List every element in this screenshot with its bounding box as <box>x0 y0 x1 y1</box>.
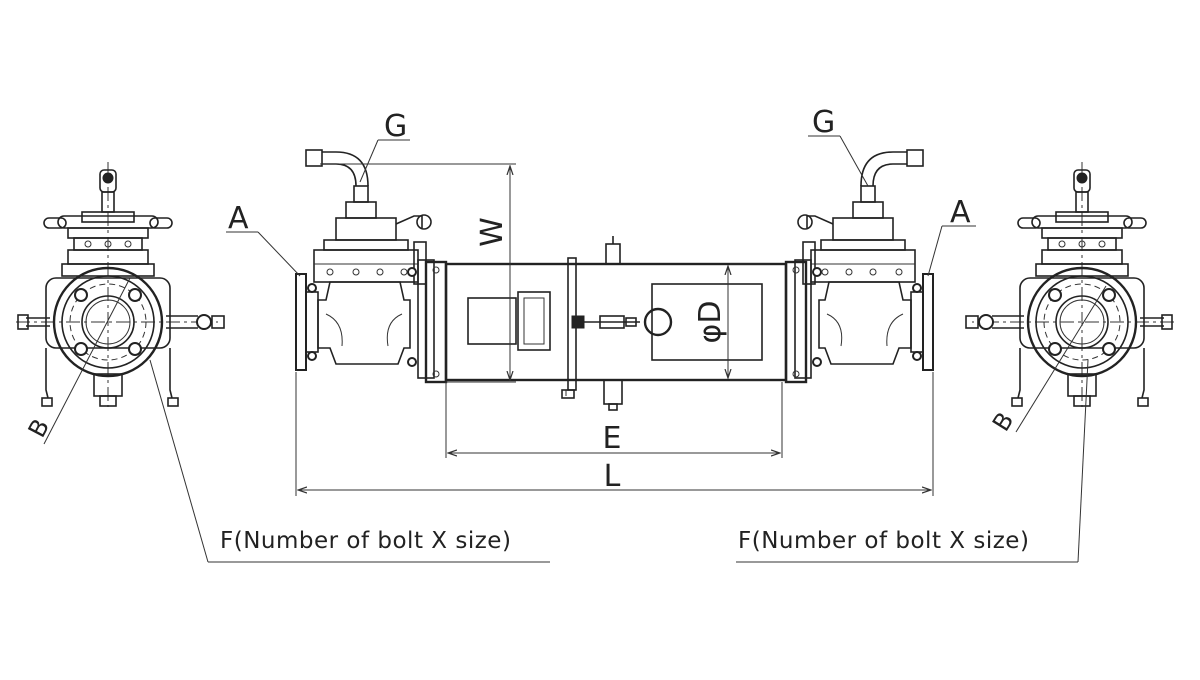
leader-b-left: B <box>23 277 131 445</box>
right-check-valve <box>794 149 934 379</box>
left-end-view <box>14 160 226 409</box>
leader-f-left: F(Number of bolt X size) <box>149 359 550 563</box>
label-g-right: G <box>812 105 835 140</box>
leader-g-right: G <box>808 105 869 187</box>
leader-f-right: F(Number of bolt X size) <box>736 359 1089 563</box>
dimension-d: φD <box>693 263 770 381</box>
left-check-valve <box>295 149 435 379</box>
center-spool-body <box>424 236 808 411</box>
leader-a-left: A <box>226 201 301 277</box>
leader-g-left: G <box>359 109 410 183</box>
label-g-left: G <box>384 109 407 144</box>
leader-a-right: A <box>927 195 976 277</box>
label-a-left: A <box>228 201 249 236</box>
dimension-l: L <box>295 372 934 496</box>
dim-d-label: φD <box>693 301 728 344</box>
right-end-view <box>964 160 1176 409</box>
label-b-right: B <box>987 407 1019 436</box>
label-b-left: B <box>23 414 55 442</box>
dimension-w: W <box>320 163 516 383</box>
label-f-left: F(Number of bolt X size) <box>220 528 511 554</box>
label-f-right: F(Number of bolt X size) <box>738 528 1029 554</box>
dim-l-label: L <box>604 459 621 494</box>
dim-w-label: W <box>475 217 510 247</box>
dimension-e: E <box>445 382 783 458</box>
label-a-right: A <box>950 195 971 230</box>
dim-e-label: E <box>603 421 622 456</box>
